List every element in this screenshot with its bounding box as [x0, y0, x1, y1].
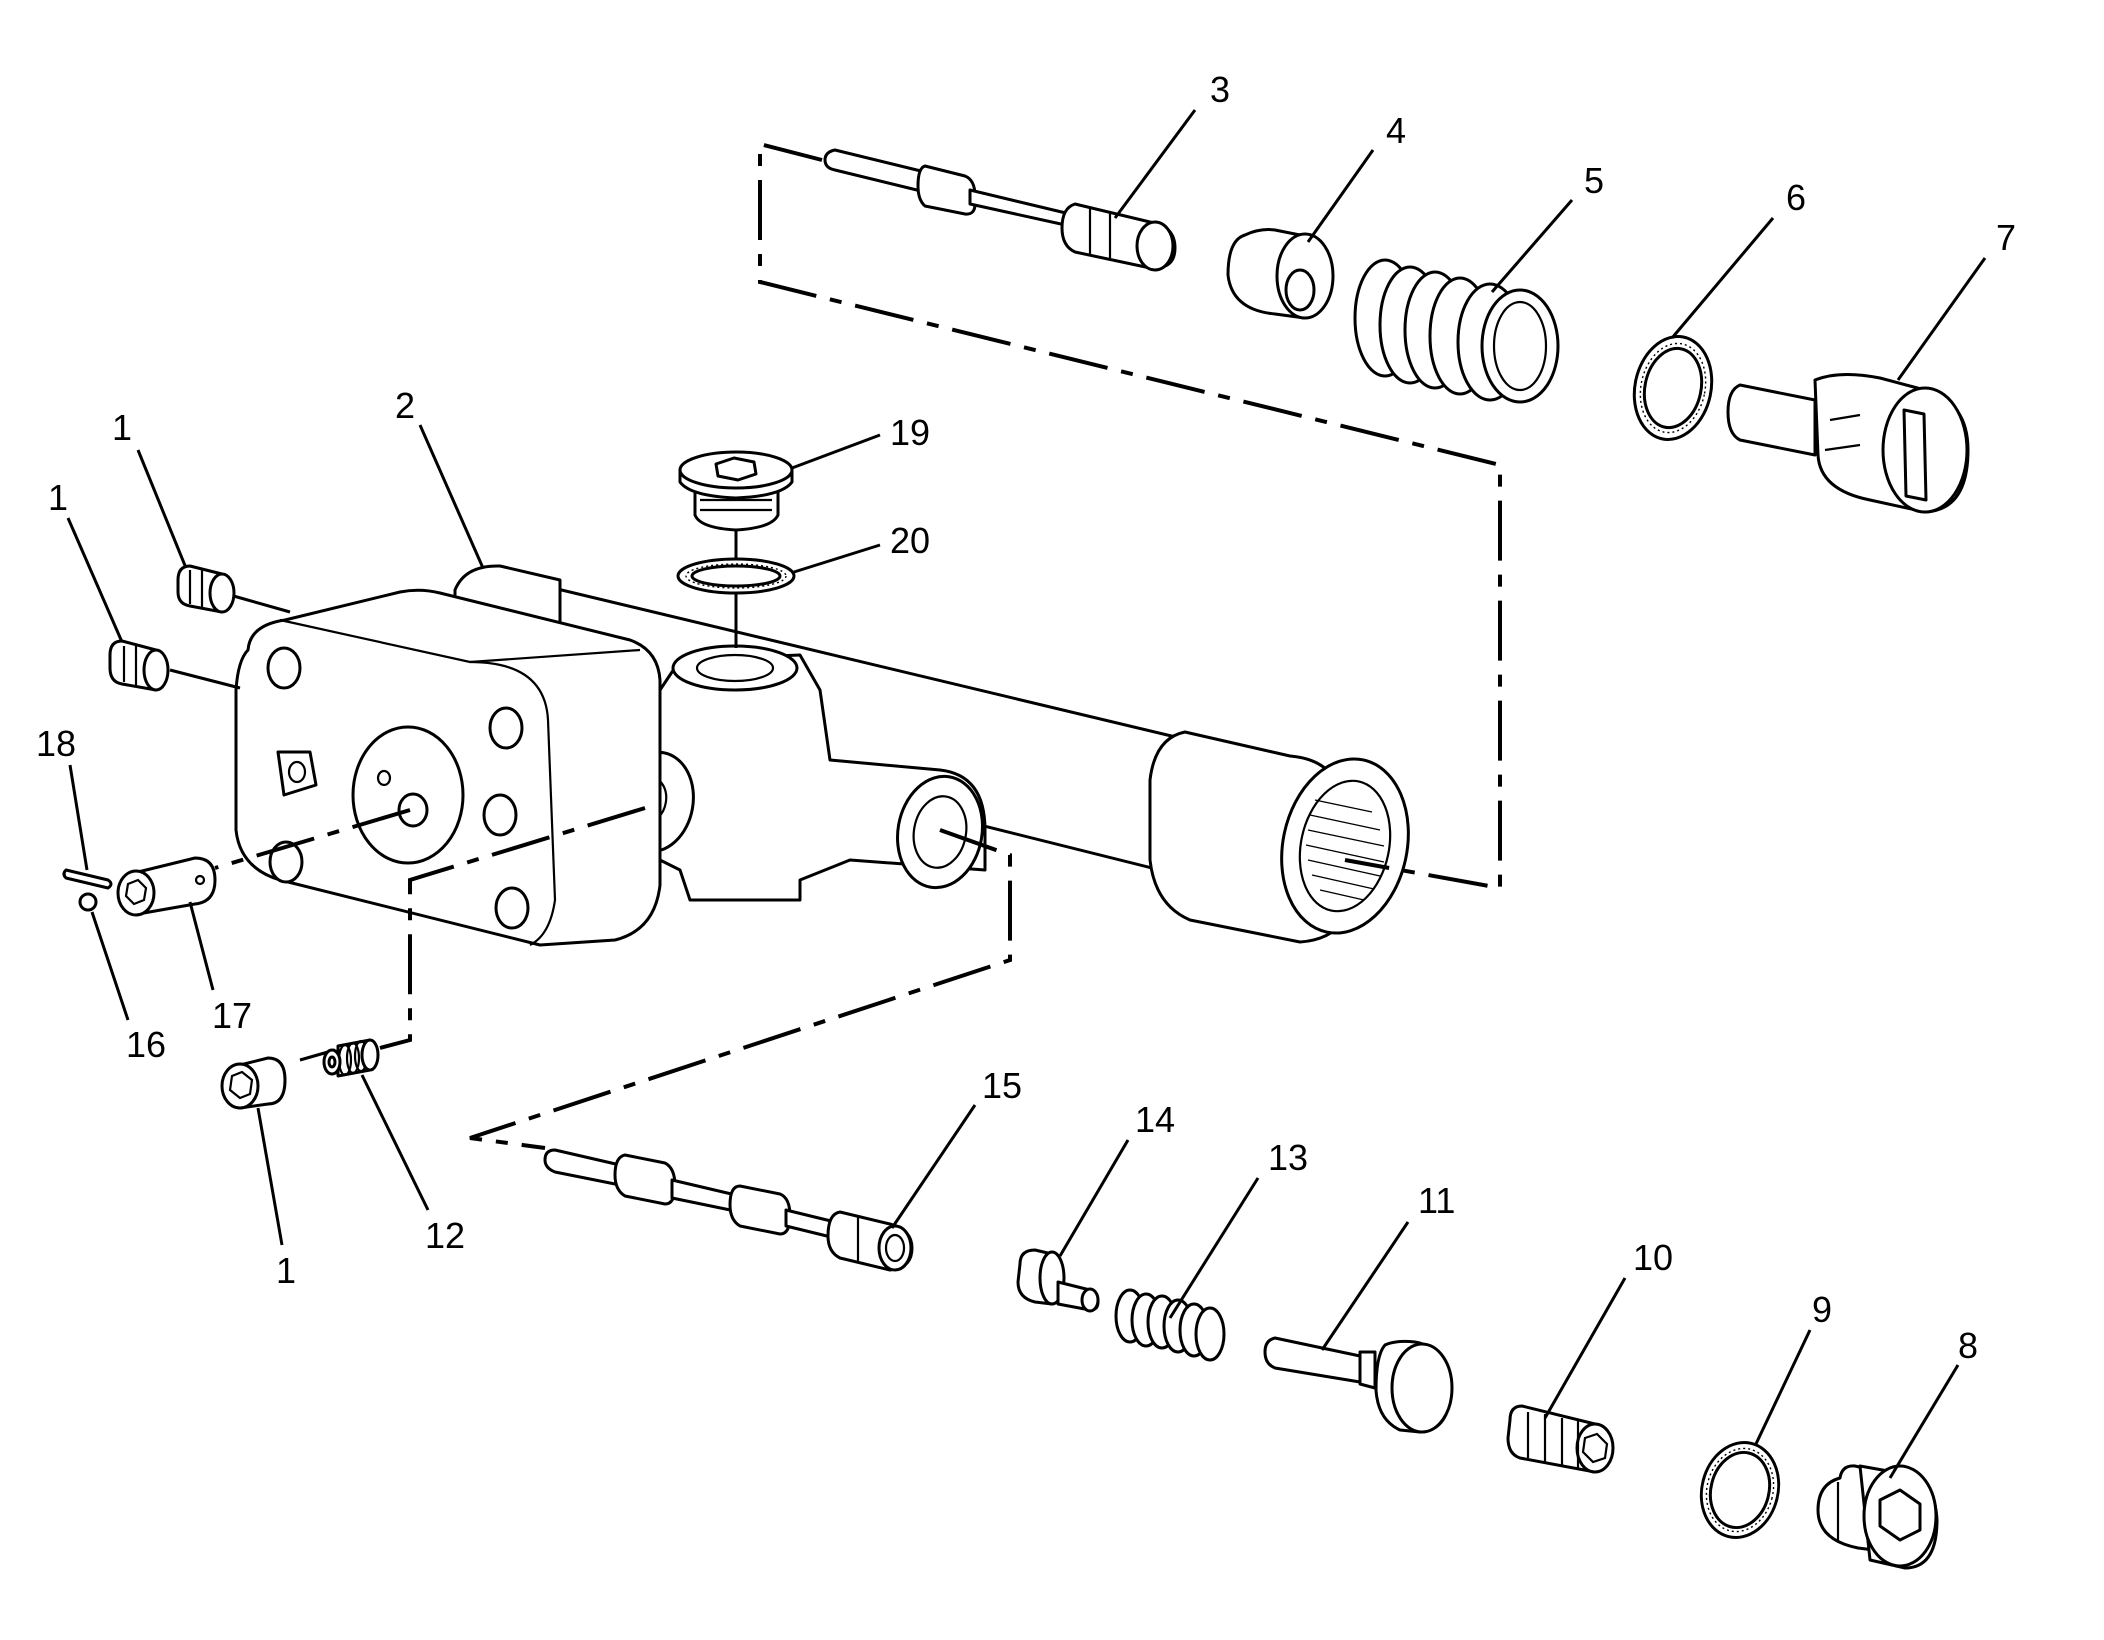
guide-upper-spool	[758, 141, 1502, 891]
part-1-set-screw-c	[220, 1056, 287, 1110]
part-6-gasket	[1632, 335, 1714, 441]
callout-1b: 1	[48, 477, 68, 518]
leader-1c	[256, 1107, 284, 1246]
callout-14: 14	[1135, 1099, 1175, 1140]
callout-19: 19	[890, 412, 930, 453]
part-11-plunger	[1263, 1336, 1454, 1434]
part-4-spring-seat	[1226, 228, 1335, 320]
callout-8: 8	[1958, 1325, 1978, 1366]
body-top-port-inner	[695, 653, 775, 683]
callout-18: 18	[36, 723, 76, 764]
flange-center-port	[397, 792, 429, 828]
leader-16	[90, 911, 130, 1021]
leader-19	[791, 433, 881, 470]
part-1-set-screw-b	[108, 639, 170, 692]
leader-20	[793, 543, 881, 574]
callout-12: 12	[425, 1215, 465, 1256]
callout-4: 4	[1386, 110, 1406, 151]
callout-10: 10	[1633, 1237, 1673, 1278]
part-14-piston	[1016, 1248, 1100, 1313]
part-5-spring	[1353, 258, 1560, 404]
part-3-spool	[823, 148, 1177, 272]
leader-8	[1888, 1364, 1960, 1479]
callout-2: 2	[395, 385, 415, 426]
flange-bolt-hole-5	[494, 886, 530, 930]
callout-3: 3	[1210, 69, 1230, 110]
guide-plug-1a	[229, 593, 291, 614]
callout-13: 13	[1268, 1137, 1308, 1178]
callout-1a: 1	[112, 407, 132, 448]
body-end-thread-hatch	[1305, 799, 1385, 901]
callout-15: 15	[982, 1065, 1022, 1106]
guide-plug-1b	[169, 668, 241, 690]
part-13-spring	[1114, 1288, 1226, 1362]
body-end-bore	[1280, 757, 1410, 935]
leader-2	[418, 424, 485, 569]
flange-bolt-hole-1	[266, 646, 302, 690]
body-flange-side-edge	[469, 660, 557, 946]
callout-6: 6	[1786, 177, 1806, 218]
part-1-set-screw-a	[176, 564, 236, 614]
part-12-spring	[322, 1038, 380, 1078]
leader-10	[1543, 1277, 1627, 1419]
part-10-set-screw	[1506, 1404, 1615, 1474]
part-7-end-plug	[1726, 372, 1970, 514]
callout-7: 7	[1996, 217, 2016, 258]
guide-lower-spool	[469, 828, 1012, 1150]
callout-1c: 1	[276, 1250, 296, 1291]
callout-16: 16	[126, 1024, 166, 1065]
part-8-hex-plug	[1816, 1464, 1939, 1570]
part-20-o-ring	[676, 557, 796, 595]
leader-9	[1753, 1329, 1812, 1447]
leader-14	[1058, 1139, 1130, 1257]
valve-body	[234, 564, 1410, 947]
callout-11: 11	[1418, 1180, 1455, 1221]
leader-17	[188, 901, 215, 991]
leader-lines	[66, 109, 1987, 1479]
body-side-port-inner	[912, 795, 968, 869]
flange-plug-hole	[287, 760, 307, 784]
leader-6	[1670, 217, 1775, 339]
flange-bolt-hole-4	[268, 840, 304, 884]
callout-5: 5	[1584, 160, 1604, 201]
guide-spring-12	[379, 806, 646, 1050]
leader-3	[1113, 109, 1197, 219]
part-17-sleeve	[116, 856, 217, 917]
callout-9: 9	[1812, 1289, 1832, 1330]
body-end-bore-inner	[1298, 779, 1392, 913]
guide-pin-17	[214, 808, 411, 870]
flange-center-pin-hole	[376, 769, 392, 787]
part-9-gasket	[1699, 1441, 1781, 1539]
part-16-ball	[78, 892, 98, 912]
callout-20: 20	[890, 520, 930, 561]
leader-11	[1320, 1221, 1410, 1351]
callout-17: 17	[212, 995, 252, 1036]
callout-labels: 3 4 5 6 7 2 19 20 1 1 18 17 16 15 14 13 …	[36, 69, 2016, 1366]
leader-7	[1896, 257, 1987, 381]
flange-plug-square	[276, 750, 318, 797]
body-top-port	[671, 644, 799, 692]
part-15-spool	[543, 1148, 914, 1272]
leader-4	[1306, 149, 1375, 243]
leader-13	[1168, 1177, 1260, 1319]
body-bore-top-line	[477, 568, 1231, 752]
leader-1a	[136, 449, 188, 569]
part-18-pin	[62, 868, 113, 890]
leader-15	[890, 1104, 977, 1229]
leader-12	[360, 1074, 430, 1211]
leader-18	[68, 764, 89, 871]
leader-1b	[66, 517, 124, 643]
body-bore-bottom-line	[959, 818, 1161, 872]
leader-5	[1490, 199, 1574, 293]
flange-bolt-hole-2	[488, 706, 524, 750]
part-19-hex-plug	[678, 450, 794, 532]
flange-bolt-hole-3	[482, 793, 518, 837]
